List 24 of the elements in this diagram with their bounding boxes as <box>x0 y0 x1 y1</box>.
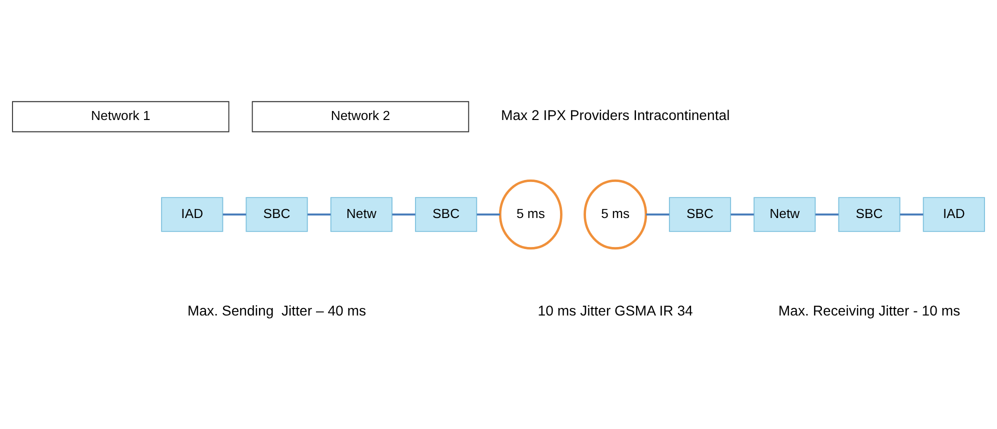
node-box: Network 2 <box>252 101 470 132</box>
connector <box>476 214 500 216</box>
node-box: IAD <box>161 197 224 232</box>
node-box: SBC <box>668 197 732 232</box>
node-circle: 5 ms <box>584 179 648 250</box>
connector <box>900 214 924 216</box>
label: Max 2 IPX Providers Intracontinental <box>500 106 730 123</box>
label: Max. Receiving Jitter - 10 ms <box>778 302 960 319</box>
node-box: Netw <box>754 197 816 232</box>
node-box: IAD <box>922 197 985 232</box>
node-box: SBC <box>415 197 478 232</box>
connector <box>308 214 331 216</box>
label: Max. Sending Jitter – 40 ms <box>187 302 366 319</box>
connector <box>730 214 754 216</box>
node-circle: 5 ms <box>498 179 562 250</box>
node-box: SBC <box>246 197 308 232</box>
connector <box>392 214 416 216</box>
connector <box>815 214 839 216</box>
connector <box>646 214 670 216</box>
connector <box>222 214 246 216</box>
node-box: SBC <box>838 197 900 232</box>
label: 10 ms Jitter GSMA IR 34 <box>538 302 693 319</box>
node-box: Network 1 <box>12 101 230 132</box>
node-box: Netw <box>330 197 392 232</box>
